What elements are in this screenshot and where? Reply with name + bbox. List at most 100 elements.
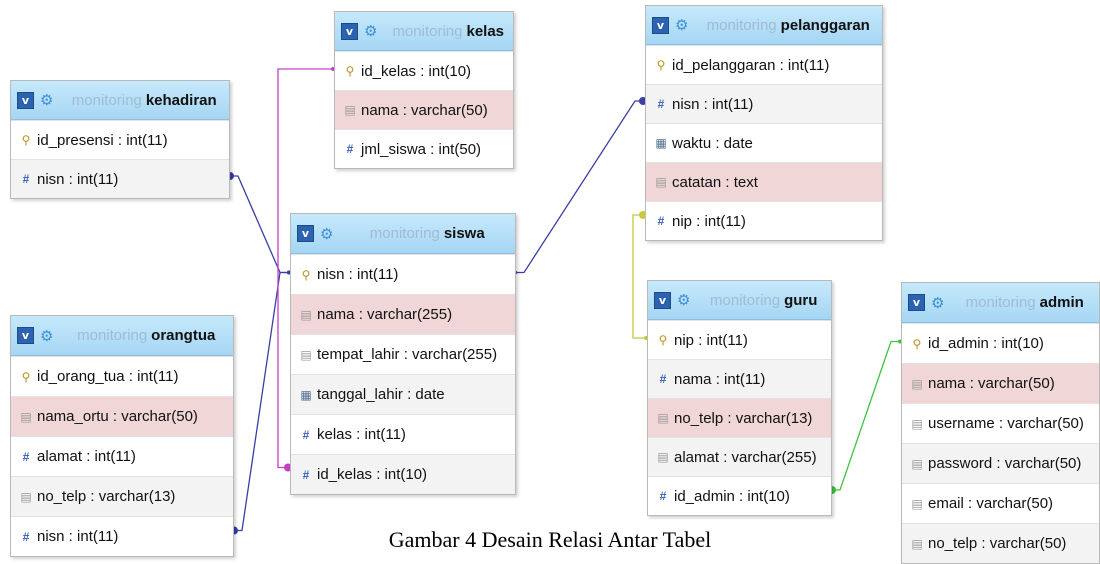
column-label: nama : varchar(255): [317, 306, 453, 323]
gear-icon[interactable]: ⚙: [40, 92, 54, 109]
collapse-toggle-icon[interactable]: v: [341, 22, 358, 40]
column-row[interactable]: ▤alamat : varchar(255): [648, 437, 831, 476]
relation-line: [228, 175, 290, 274]
text-column-icon: ▤: [20, 409, 32, 424]
column-row[interactable]: ▤no_telp : varchar(13): [648, 398, 831, 437]
column-label: no_telp : varchar(50): [928, 535, 1067, 552]
collapse-toggle-icon[interactable]: v: [908, 294, 925, 311]
column-label: nisn : int(11): [672, 95, 754, 113]
table-name: admin: [1039, 294, 1084, 311]
column-label: nama : varchar(50): [928, 375, 1055, 392]
table-name: kehadiran: [145, 91, 217, 109]
database-name: monitoring: [392, 22, 463, 40]
collapse-toggle-icon[interactable]: v: [654, 291, 671, 309]
primary-key-icon: ⚲: [656, 58, 666, 72]
numeric-column-icon: #: [22, 529, 30, 544]
collapse-toggle-icon[interactable]: v: [297, 225, 314, 242]
numeric-column-icon: #: [302, 427, 310, 442]
collapse-toggle-icon[interactable]: v: [17, 327, 34, 344]
column-label: id_admin : int(10): [674, 487, 790, 505]
column-label: tanggal_lahir : date: [317, 386, 445, 403]
column-row[interactable]: ▤nama : varchar(50): [335, 90, 513, 129]
column-row[interactable]: ⚲ id_kelas : int(10): [335, 51, 513, 90]
column-row[interactable]: #id_kelas : int(10): [291, 454, 515, 494]
primary-key-icon: ⚲: [658, 333, 668, 347]
column-row[interactable]: ▤nama_ortu : varchar(50): [11, 396, 233, 436]
column-label: alamat : int(11): [37, 448, 136, 465]
table-name: orangtua: [151, 327, 216, 344]
column-row[interactable]: ⚲id_pelanggaran : int(11): [646, 45, 882, 84]
text-column-icon: ▤: [911, 416, 923, 431]
column-label: id_kelas : int(10): [361, 62, 472, 80]
numeric-column-icon: #: [22, 172, 30, 186]
column-row[interactable]: ▤nama : varchar(50): [902, 363, 1099, 403]
database-name: monitoring: [77, 327, 148, 344]
column-label: no_telp : varchar(13): [674, 409, 813, 427]
column-row[interactable]: ⚲id_admin : int(10): [902, 323, 1099, 363]
gear-icon[interactable]: ⚙: [931, 294, 945, 312]
column-row[interactable]: #nisn : int(11): [11, 516, 233, 556]
column-row[interactable]: # alamat : int(11): [11, 436, 233, 476]
gear-icon[interactable]: ⚙: [364, 23, 378, 40]
column-row[interactable]: ⚲id_presensi : int(11): [11, 120, 229, 159]
column-row[interactable]: ▦waktu : date: [646, 123, 882, 162]
column-row[interactable]: ▤no_telp : varchar(13): [11, 476, 233, 516]
numeric-column-icon: #: [22, 449, 30, 464]
text-column-icon: ▤: [911, 496, 923, 511]
column-row[interactable]: ▦ tanggal_lahir : date: [291, 374, 515, 414]
column-label: alamat : varchar(255): [674, 448, 817, 466]
column-row[interactable]: ▤catatan : text: [646, 162, 882, 201]
primary-key-icon: ⚲: [345, 64, 355, 78]
column-row[interactable]: #nip : int(11): [646, 201, 882, 240]
column-label: id_orang_tua : int(11): [37, 368, 179, 385]
column-row[interactable]: ▤email : varchar(50): [902, 483, 1099, 523]
column-row[interactable]: ⚲nip : int(11): [648, 320, 831, 359]
column-label: id_admin : int(10): [928, 335, 1044, 352]
column-label: kelas : int(11): [317, 426, 406, 443]
column-row[interactable]: #nisn : int(11): [11, 159, 229, 198]
column-row[interactable]: # id_admin : int(10): [648, 476, 831, 515]
database-name: monitoring: [71, 91, 142, 109]
gear-icon[interactable]: ⚙: [677, 292, 691, 309]
collapse-toggle-icon[interactable]: v: [17, 91, 34, 109]
text-column-icon: ▤: [911, 536, 923, 551]
column-row[interactable]: ▤username : varchar(50): [902, 403, 1099, 443]
column-row[interactable]: ▤nama : varchar(255): [291, 294, 515, 334]
column-row[interactable]: #jml_siswa : int(50): [335, 129, 513, 168]
text-column-icon: ▤: [911, 456, 923, 471]
numeric-column-icon: #: [659, 489, 667, 503]
column-row[interactable]: #nama : int(11): [648, 359, 831, 398]
column-row[interactable]: # kelas : int(11): [291, 414, 515, 454]
column-row[interactable]: # nisn : int(11): [646, 84, 882, 123]
text-column-icon: ▤: [20, 489, 32, 504]
gear-icon[interactable]: ⚙: [675, 17, 689, 34]
column-row[interactable]: ▤tempat_lahir : varchar(255): [291, 334, 515, 374]
numeric-column-icon: #: [657, 97, 665, 111]
gear-icon[interactable]: ⚙: [40, 327, 54, 345]
database-name: monitoring: [710, 291, 781, 309]
relation-line: [232, 271, 290, 532]
collapse-toggle-icon[interactable]: v: [652, 16, 669, 34]
gear-icon[interactable]: ⚙: [320, 225, 334, 243]
column-row[interactable]: ▤password : varchar(50): [902, 443, 1099, 483]
database-name: monitoring: [706, 16, 777, 34]
column-row[interactable]: ⚲id_orang_tua : int(11): [11, 356, 233, 396]
column-row[interactable]: ⚲nisn : int(11): [291, 254, 515, 294]
date-column-icon: ▦: [300, 387, 312, 402]
table-name: guru: [784, 291, 818, 309]
column-label: catatan : text: [672, 173, 758, 191]
